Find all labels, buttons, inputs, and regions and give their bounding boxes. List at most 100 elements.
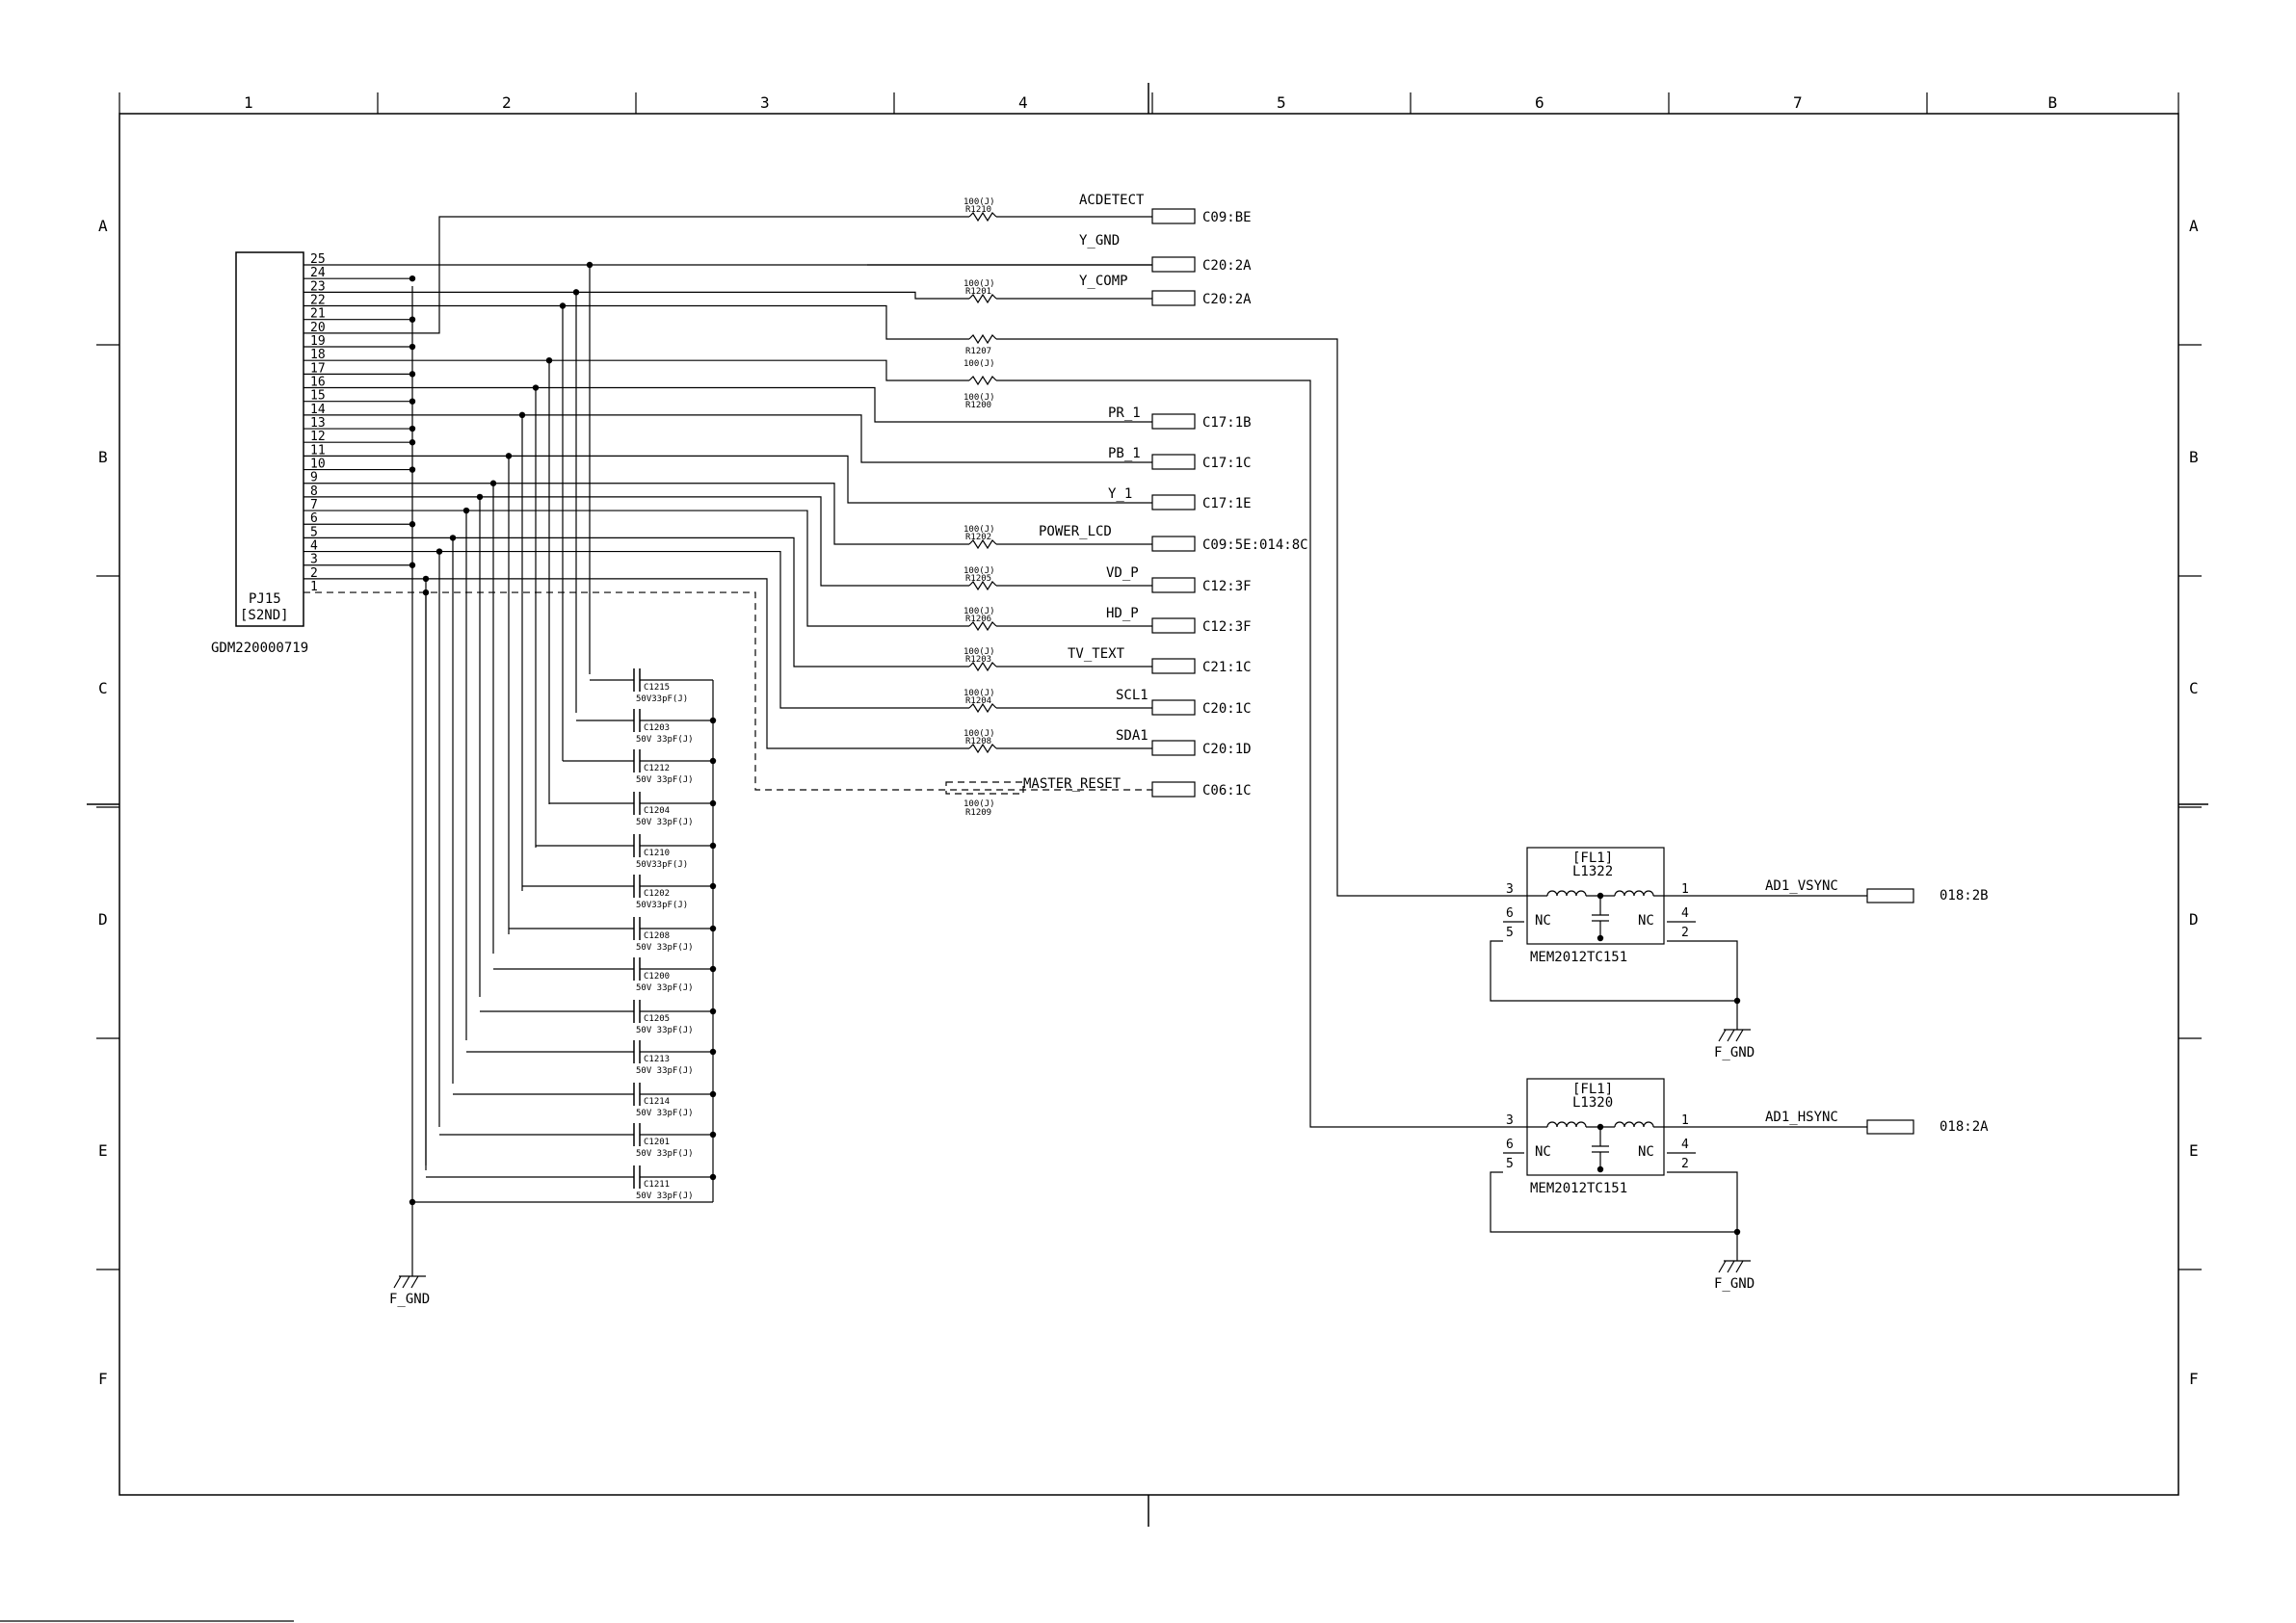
resistor-value: 100(J) (963, 799, 995, 809)
wire (303, 510, 969, 627)
signal-name: PB_1 (1108, 446, 1141, 461)
resistor-value: 100(J) (963, 647, 995, 657)
capacitor-value: 50V33pF(J) (636, 860, 688, 870)
connector-ref: PJ15 (249, 591, 281, 607)
ground-hatch (1718, 1029, 1727, 1042)
off-page-ref: C09:5E:014:8C (1202, 537, 1308, 553)
pin-label: 23 (310, 279, 326, 294)
row-label-left: A (98, 217, 108, 235)
junction-dot (709, 1048, 717, 1056)
wire (303, 386, 1152, 423)
wire (303, 550, 969, 709)
row-label-right: A (2189, 217, 2199, 235)
wire (303, 304, 969, 340)
wire (303, 216, 969, 334)
filter-part: MEM2012TC151 (1530, 1181, 1627, 1196)
signal-name: MASTER_RESET (1023, 776, 1122, 792)
filter-nc: NC (1535, 913, 1551, 929)
off-page-connectors: C09:BEC20:2AC20:2AC17:1BC17:1CC17:1EC09:… (1151, 208, 1308, 798)
filter-nc: NC (1638, 1144, 1654, 1160)
pin-label: 17 (310, 361, 326, 376)
signal-name: Y_1 (1108, 486, 1132, 502)
row-label-right: E (2189, 1141, 2199, 1160)
off-page-connector (1151, 536, 1196, 552)
off-page-ref: C09:BE (1202, 210, 1252, 225)
signal-name: ACDETECT (1079, 193, 1145, 208)
pin-label: 2 (310, 566, 318, 581)
row-label-right: C (2189, 679, 2199, 697)
pin-label: 7 (310, 498, 318, 512)
row-label-right: B (2189, 448, 2199, 466)
junction-dot (545, 356, 553, 364)
resistor-value: 100(J) (963, 607, 995, 616)
pin-label: 13 (310, 416, 326, 431)
resistor-value: 100(J) (963, 566, 995, 576)
capacitor-ref: C1211 (644, 1180, 670, 1190)
capacitor-value: 50V 33pF(J) (636, 1109, 694, 1118)
resistor-value: 100(J) (963, 197, 995, 207)
resistor-value: 100(J) (963, 525, 995, 535)
inductor-coil (1623, 1121, 1635, 1128)
pin-label: 16 (310, 376, 326, 390)
column-label: 3 (760, 93, 770, 112)
junction-dot (409, 398, 416, 405)
filter-pin: 1 (1681, 882, 1689, 897)
filter-pin: 5 (1506, 1157, 1514, 1171)
capacitor-value: 50V 33pF(J) (636, 1066, 694, 1076)
pin-label: 4 (310, 539, 318, 554)
junction-dot (709, 799, 717, 807)
junction-dot (489, 480, 497, 486)
signal-name: SCL1 (1116, 688, 1148, 703)
junction-dot (709, 1008, 717, 1015)
off-page-ref: C20:1C (1202, 701, 1252, 717)
signal-name: POWER_LCD (1039, 524, 1112, 539)
pin-label: 22 (310, 294, 326, 308)
pin-label: 19 (310, 334, 326, 349)
wire (996, 338, 1503, 897)
row-ticks (96, 344, 2202, 1270)
filter-pin: 4 (1681, 906, 1689, 921)
resistor (968, 580, 997, 591)
junction-dot (709, 1131, 717, 1139)
capacitor-ref: C1203 (644, 723, 670, 733)
connector-body (235, 251, 304, 627)
pin-label: 5 (310, 525, 318, 539)
ground-label: F_GND (1714, 1276, 1755, 1292)
inductor-coil (1546, 890, 1558, 897)
off-page-ref: C20:1D (1202, 742, 1252, 757)
resistor-ref: R1202 (965, 533, 991, 542)
pin-label: 6 (310, 511, 318, 526)
capacitor-ref: C1214 (644, 1097, 670, 1107)
inductor-coil (1643, 890, 1654, 897)
filter-gnd-loop (1490, 1171, 1738, 1233)
resistor-ref: R1209 (965, 808, 991, 818)
junction-dot (586, 261, 594, 269)
pin-label: 25 (310, 252, 326, 267)
off-page-ref: C21:1C (1202, 660, 1252, 675)
junction-dot (435, 548, 443, 555)
dashed-wire (303, 591, 1152, 791)
ground-label: F_GND (1714, 1045, 1755, 1060)
resistor-ref: R1205 (965, 574, 991, 584)
junction-dot (409, 316, 416, 323)
off-page-ref: C17:1E (1202, 496, 1252, 511)
ground-hatch (1735, 1260, 1744, 1273)
filter-pin: 4 (1681, 1138, 1689, 1152)
resistor-value: 100(J) (963, 359, 995, 369)
resistor-value: 100(J) (963, 729, 995, 739)
off-page-connector (1151, 699, 1196, 716)
inductor-coil (1575, 890, 1587, 897)
resistor-dnp (945, 781, 1024, 795)
off-page-ref: C12:3F (1202, 579, 1252, 594)
junction-dot (572, 289, 580, 296)
inductor-coil (1556, 890, 1568, 897)
signal-name: Y_GND (1079, 233, 1120, 249)
capacitor-ref: C1200 (644, 972, 670, 982)
signal-name: PR_1 (1108, 406, 1141, 421)
resistors: 100(J)R1210ACDETECTY_GND100(J)R1201Y_COM… (945, 193, 1148, 818)
